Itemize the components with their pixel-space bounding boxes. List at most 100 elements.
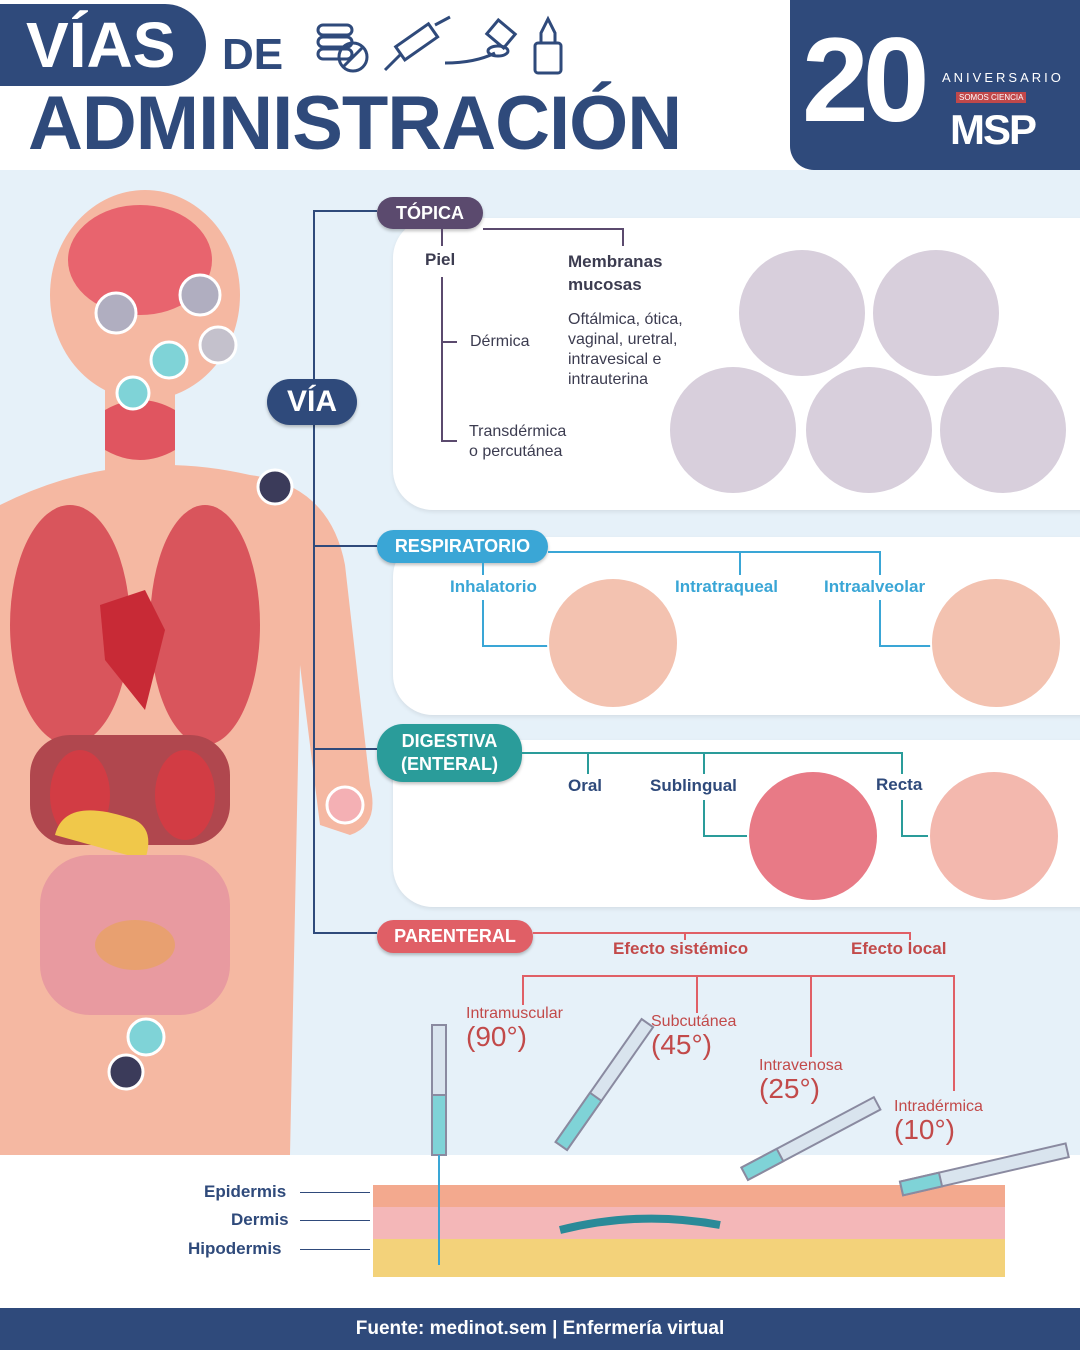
connector [441, 440, 457, 442]
syringe-icon [383, 15, 451, 72]
right-lung [150, 505, 260, 745]
connector [587, 752, 589, 774]
connector [901, 835, 929, 837]
hipodermis-label: Hipodermis [188, 1239, 282, 1258]
piel-label: Piel [425, 250, 456, 269]
leader-line [300, 1249, 370, 1250]
bladder [95, 920, 175, 970]
tree-trunk [313, 210, 315, 932]
topica-pill: TÓPICA [377, 197, 483, 229]
connector [703, 800, 705, 836]
connector [901, 800, 903, 836]
heart [100, 590, 165, 710]
logo-brand: MSP [950, 106, 1037, 153]
left-lung [10, 505, 130, 745]
dermis-label: Dermis [231, 1210, 289, 1229]
connector [482, 645, 548, 647]
syringe-icon [554, 1017, 655, 1152]
intraalveolar-label: Intraalveolar [824, 577, 926, 596]
mouth-illustration [747, 770, 879, 902]
connector [703, 835, 748, 837]
connector [533, 932, 911, 934]
intratraqueal-label: Intratraqueal [675, 577, 778, 596]
efecto-local-label: Efecto local [851, 939, 947, 958]
connector [909, 932, 911, 940]
route-intramuscular: Intramuscular(90°) [466, 1005, 563, 1051]
recta-label: Recta [876, 775, 923, 794]
parenteral-pill: PARENTERAL [377, 920, 533, 953]
sublingual-label: Sublingual [650, 776, 737, 795]
connector [739, 551, 741, 575]
route-angle: (25°) [759, 1073, 820, 1104]
mucosas-label: Membranas mucosas [568, 252, 663, 294]
connector [684, 932, 686, 940]
branch-parenteral [313, 932, 377, 934]
nasal-spray-icon [533, 15, 563, 75]
connector [879, 551, 881, 575]
uterus-illustration [804, 365, 934, 495]
pills-icon [316, 23, 369, 73]
mucosas-list: Oftálmica, ótica, vaginal, uretral, intr… [568, 311, 683, 388]
connector [441, 228, 443, 246]
route-name: Intravenosa [759, 1057, 843, 1074]
inhaler-illustration [547, 577, 679, 709]
oxygen-mask-illustration [930, 577, 1062, 709]
connector [703, 752, 705, 774]
branch-respiratorio [313, 545, 377, 547]
anniversary-logo: 20 ANIVERSARIO SOMOS CIENCIA MSP [790, 0, 1080, 170]
hypodermis-layer [373, 1239, 1005, 1277]
route-name: Intramuscular [466, 1005, 563, 1022]
header-icons [316, 15, 563, 75]
transdermica-label: Transdérmica o percutánea [469, 423, 567, 460]
human-body-illustration [0, 190, 373, 1155]
connector [482, 563, 484, 575]
spoon-dropper-icon [444, 17, 518, 65]
logo-anniversary: ANIVERSARIO [942, 70, 1064, 85]
title-de: DE [222, 30, 284, 79]
route-name: Subcutánea [651, 1013, 737, 1030]
logo-tagline: SOMOS CIENCIA [956, 92, 1027, 103]
thyroid [105, 400, 175, 460]
connector [522, 975, 954, 977]
oral-label: Oral [568, 776, 603, 795]
kidney [155, 750, 215, 840]
skin-and-syringes-illustration [373, 1017, 1070, 1277]
route-intravenosa: Intravenosa(25°) [759, 1057, 843, 1103]
logo-number: 20 [802, 13, 930, 147]
connector [953, 975, 955, 1091]
connector [441, 341, 457, 343]
eye-drops-illustration [737, 248, 867, 378]
dermica-label: Dérmica [470, 333, 530, 350]
connector [522, 752, 902, 754]
connector [810, 975, 812, 1057]
leader-line [300, 1220, 370, 1221]
route-angle: (90°) [466, 1021, 527, 1052]
uterus-illustration [938, 365, 1068, 495]
branch-topica [313, 210, 377, 212]
syringe-icon [898, 1142, 1070, 1197]
connector [441, 277, 443, 442]
vein [559, 1214, 721, 1234]
connector [482, 600, 484, 646]
route-name: Intradérmica [894, 1098, 983, 1115]
title-main: ADMINISTRACIÓN [28, 81, 682, 166]
efecto-sistemico-label: Efecto sistémico [613, 939, 749, 958]
route-angle: (45°) [651, 1029, 712, 1060]
digestiva-pill: DIGESTIVA (ENTERAL) [377, 724, 522, 782]
footer-source: Fuente: medinot.sem | Enfermería virtual [0, 1308, 1080, 1350]
connector [901, 752, 903, 774]
route-subcutanea: Subcutánea(45°) [651, 1013, 736, 1059]
connector [622, 228, 624, 246]
connector [483, 228, 623, 230]
pancreas [55, 810, 149, 860]
connector [879, 600, 881, 646]
inhalatorio-label: Inhalatorio [450, 577, 537, 596]
route-angle: (10°) [894, 1114, 955, 1145]
syringe-icon [431, 1024, 447, 1265]
brain [68, 205, 212, 315]
epidermis-label: Epidermis [204, 1182, 287, 1201]
connector [522, 975, 524, 1005]
syringe-icon [740, 1095, 882, 1182]
via-root: VÍA [267, 379, 357, 425]
rectal-illustration [928, 770, 1060, 902]
